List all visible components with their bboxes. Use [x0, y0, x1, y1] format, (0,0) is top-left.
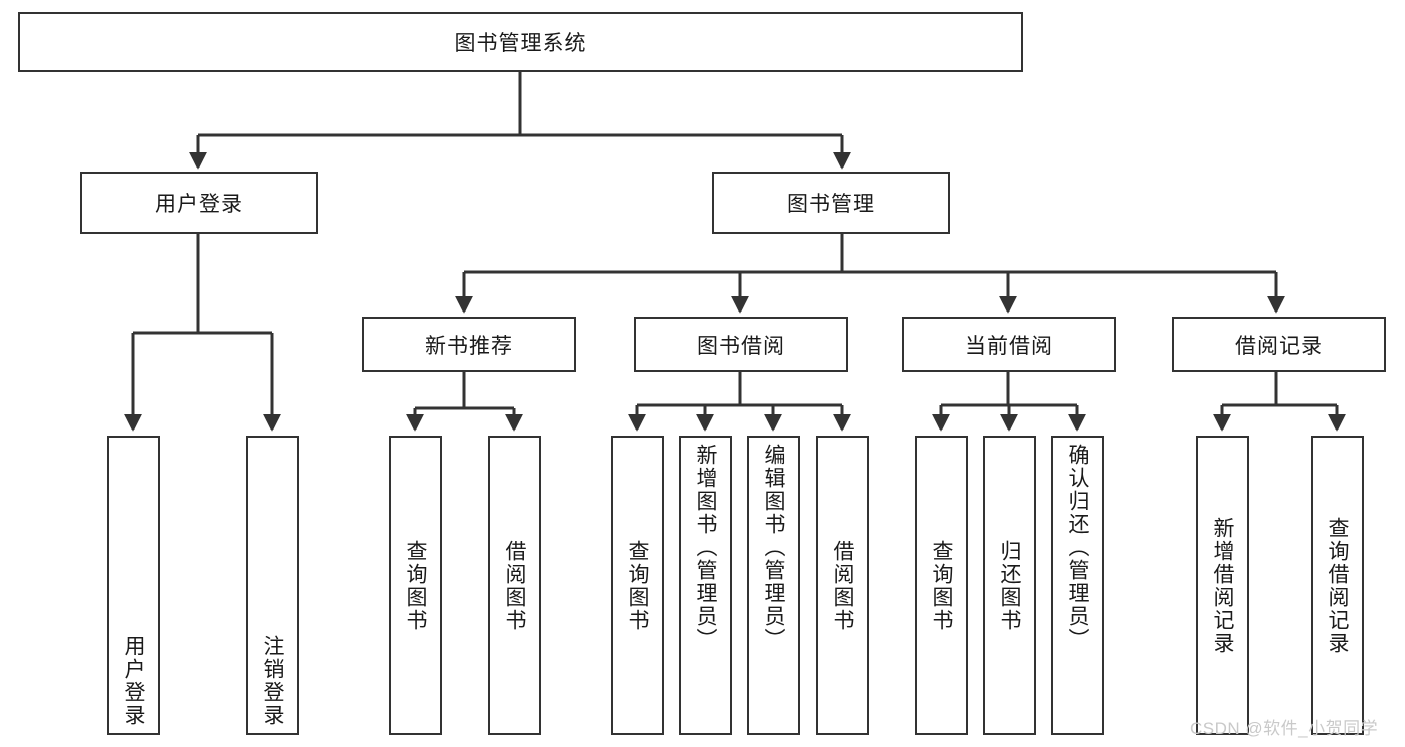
watermark: CSDN @软件_小贺同学 [1190, 719, 1379, 738]
node-leaf-12[interactable]: 新增借阅记录 [1196, 436, 1249, 735]
node-borrow-record[interactable]: 借阅记录 [1172, 317, 1386, 372]
node-leaf-6[interactable]: 新增图书（管理员） [679, 436, 732, 735]
node-leaf-1-label: 用户登录 [122, 635, 145, 727]
node-book-manage[interactable]: 图书管理 [712, 172, 950, 234]
node-leaf-5[interactable]: 查询图书 [611, 436, 664, 735]
node-leaf-11-label: 确认归还（管理员） [1066, 444, 1089, 651]
node-user-login-label: 用户登录 [155, 193, 243, 216]
node-leaf-11[interactable]: 确认归还（管理员） [1051, 436, 1104, 735]
node-leaf-4[interactable]: 借阅图书 [488, 436, 541, 735]
node-book-manage-label: 图书管理 [787, 193, 875, 216]
node-leaf-10[interactable]: 归还图书 [983, 436, 1036, 735]
node-leaf-9[interactable]: 查询图书 [915, 436, 968, 735]
node-leaf-6-label: 新增图书（管理员） [694, 444, 717, 651]
node-leaf-5-label: 查询图书 [626, 539, 649, 632]
node-leaf-13[interactable]: 查询借阅记录 [1311, 436, 1364, 735]
node-leaf-2[interactable]: 注销登录 [246, 436, 299, 735]
node-leaf-8[interactable]: 借阅图书 [816, 436, 869, 735]
node-leaf-12-label: 新增借阅记录 [1211, 516, 1234, 655]
node-book-borrow-label: 图书借阅 [697, 334, 785, 358]
node-leaf-7[interactable]: 编辑图书（管理员） [747, 436, 800, 735]
node-leaf-8-label: 借阅图书 [831, 539, 854, 632]
node-current-borrow[interactable]: 当前借阅 [902, 317, 1116, 372]
node-current-borrow-label: 当前借阅 [965, 334, 1053, 358]
node-leaf-3-label: 查询图书 [404, 539, 427, 632]
node-leaf-10-label: 归还图书 [998, 539, 1021, 632]
node-leaf-4-label: 借阅图书 [503, 539, 526, 632]
node-leaf-13-label: 查询借阅记录 [1326, 516, 1349, 655]
node-user-login[interactable]: 用户登录 [80, 172, 318, 234]
node-leaf-7-label: 编辑图书（管理员） [762, 444, 785, 651]
node-leaf-3[interactable]: 查询图书 [389, 436, 442, 735]
node-root-label: 图书管理系统 [454, 32, 587, 55]
node-leaf-2-label: 注销登录 [261, 635, 284, 727]
node-root[interactable]: 图书管理系统 [18, 12, 1023, 72]
node-borrow-record-label: 借阅记录 [1235, 334, 1323, 358]
node-new-book-rec[interactable]: 新书推荐 [362, 317, 576, 372]
node-new-book-rec-label: 新书推荐 [425, 334, 513, 358]
node-leaf-1[interactable]: 用户登录 [107, 436, 160, 735]
node-leaf-9-label: 查询图书 [930, 539, 953, 632]
node-book-borrow[interactable]: 图书借阅 [634, 317, 848, 372]
